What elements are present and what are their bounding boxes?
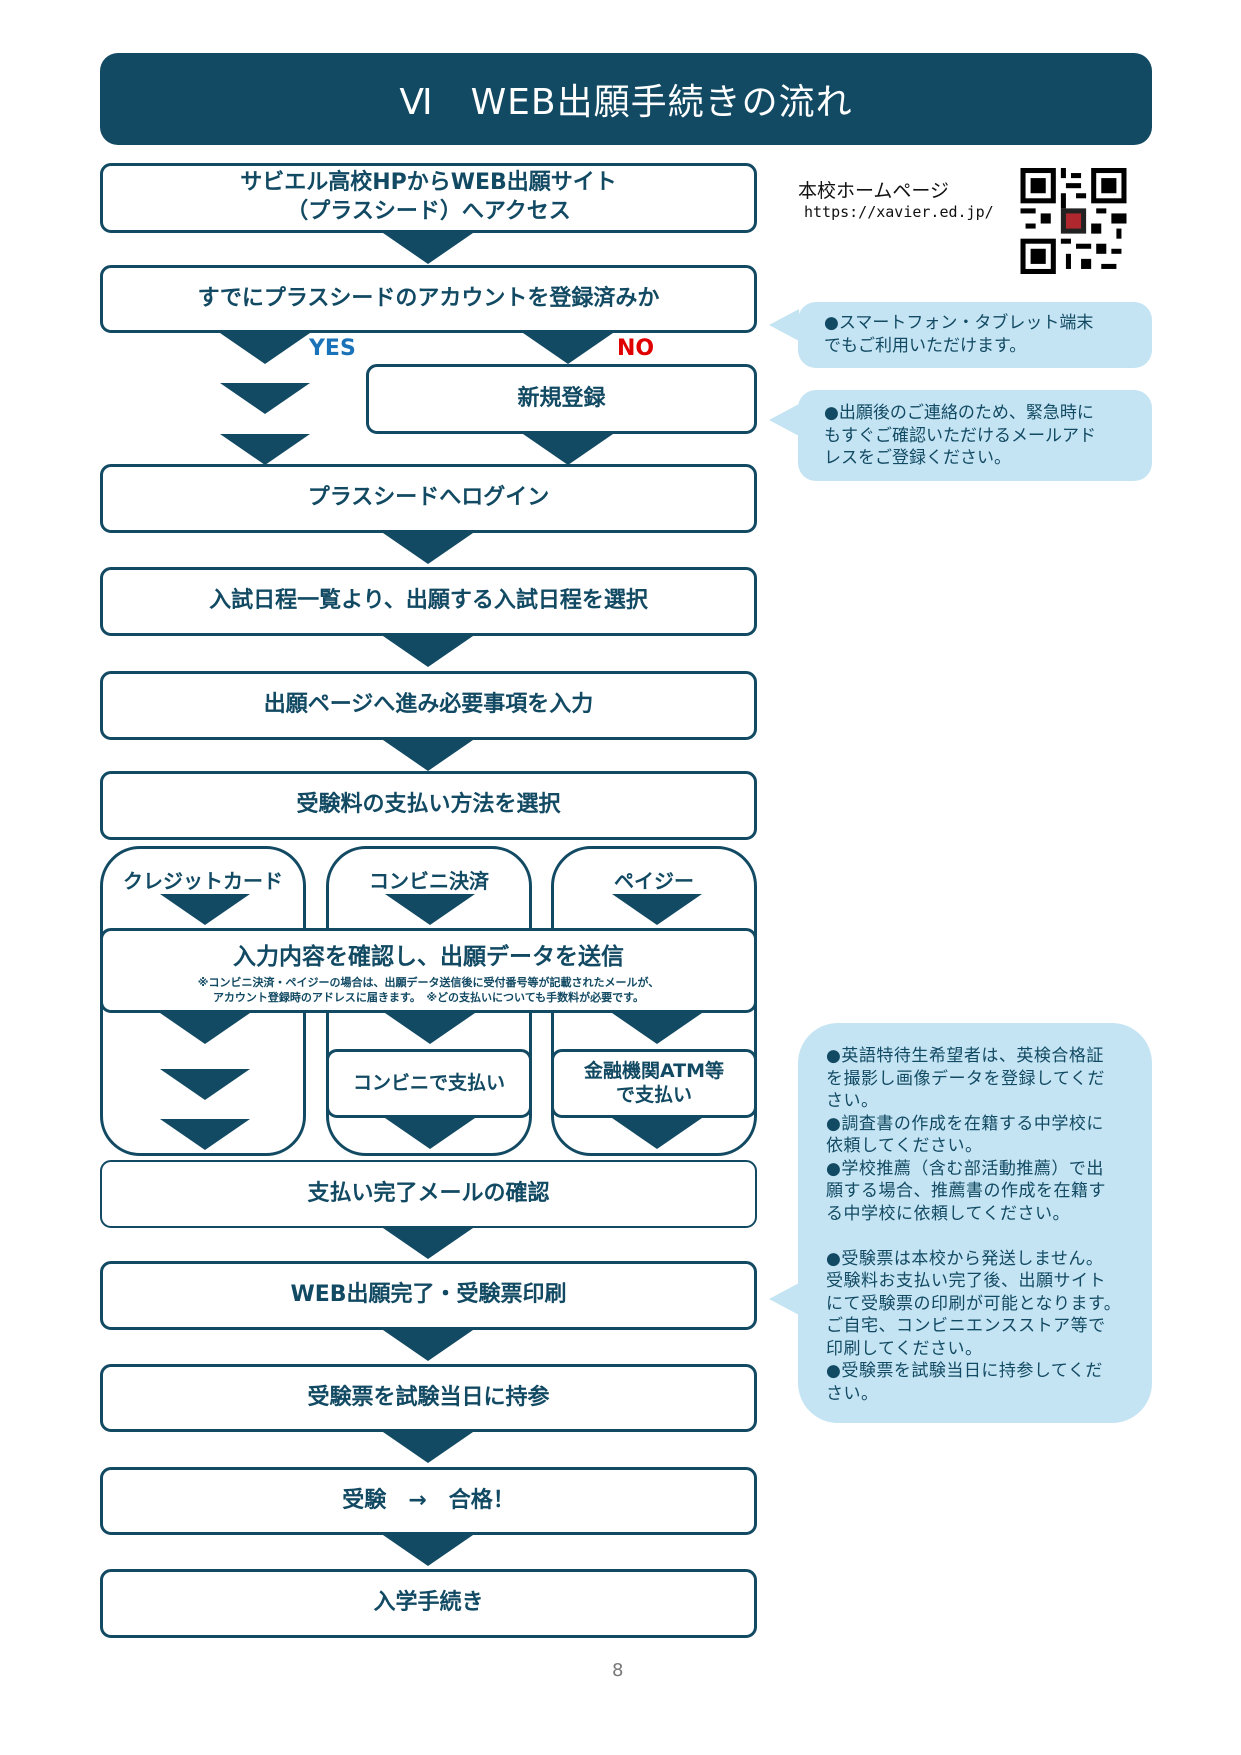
note-details: ●英語特待生希望者は、英検合格証を撮影し画像データを登録してください。●調査書の…	[798, 1023, 1152, 1423]
step-login: プラスシードへログイン	[100, 464, 757, 533]
step-bring-ticket: 受験票を試験当日に持参	[100, 1364, 757, 1432]
arrow-down-icon	[383, 636, 473, 667]
arrow-down-icon	[160, 1119, 250, 1150]
arrow-down-icon	[385, 1013, 475, 1044]
note-line: 受験料お支払い完了後、出願サイト	[826, 1271, 1106, 1291]
step-text: 入力内容を確認し、出願データを送信	[233, 944, 624, 970]
step-exam: 受験 → 合格！	[100, 1467, 757, 1535]
step-text: 受験 → 合格！	[342, 1487, 515, 1513]
arrow-down-icon	[612, 894, 702, 925]
no-label: NO	[617, 336, 655, 361]
note-line: さい。	[826, 1091, 879, 1111]
note-line: でもご利用いただけます。	[824, 335, 1027, 356]
step-text: 受験票を試験当日に持参	[307, 1384, 550, 1410]
qr-code-icon[interactable]	[1020, 168, 1127, 274]
pay-option-label: ペイジー	[614, 869, 694, 893]
note-line: ●スマートフォン・タブレット端末	[824, 313, 1094, 333]
arrow-down-icon	[383, 1228, 473, 1259]
bubble-tail	[769, 309, 799, 341]
homepage-url[interactable]: https://xavier.ed.jp/	[804, 203, 994, 221]
arrow-down-icon	[523, 333, 613, 364]
arrow-down-icon	[385, 894, 475, 925]
arrow-down-icon	[383, 1535, 473, 1566]
arrow-down-icon	[220, 434, 310, 465]
note-line: ●受験票は本校から発送しません。	[826, 1248, 1104, 1269]
page-number: 8	[612, 1660, 624, 1681]
yes-label: YES	[309, 336, 356, 361]
note-line: ご自宅、コンビニエンスストア等で	[826, 1316, 1106, 1336]
step-text: すでにプラスシードのアカウントを登録済みか	[197, 285, 660, 311]
step-text: サビエル高校HPからWEB出願サイト	[240, 170, 617, 196]
note-line: 願する場合、推薦書の作成を在籍す	[826, 1181, 1106, 1201]
step-web-complete: WEB出願完了・受験票印刷	[100, 1261, 757, 1330]
homepage-label: 本校ホームページ	[798, 180, 950, 202]
bubble-tail	[769, 1283, 799, 1315]
note-line: ●受験票を試験当日に持参してくだ	[826, 1361, 1103, 1381]
step-pay-atm: 金融機関ATM等で支払い	[551, 1049, 757, 1118]
note-line: 印刷してください。	[826, 1338, 983, 1359]
arrow-down-icon	[220, 383, 310, 414]
note-line: ●調査書の作成を在籍する中学校に	[826, 1113, 1104, 1134]
step-text: 入試日程一覧より、出願する入試日程を選択	[209, 588, 648, 614]
step-text: WEB出願完了・受験票印刷	[290, 1282, 567, 1308]
arrow-down-icon	[383, 740, 473, 771]
pay-option-label: コンビニ決済	[369, 869, 489, 893]
note-smartphone: ●スマートフォン・タブレット端末でもご利用いただけます。	[798, 302, 1152, 368]
note-line: さい。	[826, 1383, 879, 1404]
note-line: ●出願後のご連絡のため、緊急時に	[824, 403, 1094, 423]
arrow-down-icon	[523, 434, 613, 465]
step-text: 支払い完了メールの確認	[307, 1180, 550, 1206]
note-email: ●出願後のご連絡のため、緊急時にもすぐご確認いただけるメールアドレスをご登録くだ…	[798, 390, 1152, 481]
step-register: 新規登録	[366, 364, 757, 434]
arrow-down-icon	[383, 533, 473, 564]
confirm-note: アカウント登録時のアドレスに届きます。 ※どの支払いについても手数料が必要です。	[212, 990, 645, 1004]
note-line: る中学校に依頼してください。	[826, 1203, 1070, 1224]
step-text: 出願ページへ進み必要事項を入力	[263, 692, 594, 718]
arrow-down-icon	[383, 233, 473, 264]
step-text: 金融機関ATM等で支払い	[583, 1059, 725, 1106]
note-line	[826, 1225, 1142, 1248]
step-enrollment: 入学手続き	[100, 1569, 757, 1638]
note-line: にて受験票の印刷が可能となります。	[826, 1293, 1122, 1314]
step-account-question: すでにプラスシードのアカウントを登録済みか	[100, 265, 757, 333]
step-input: 出願ページへ進み必要事項を入力	[100, 671, 757, 740]
step-payment-method: 受験料の支払い方法を選択	[100, 771, 757, 840]
page-title: Ⅵ WEB出願手続きの流れ	[100, 53, 1152, 145]
note-line: もすぐご確認いただけるメールアド	[824, 425, 1096, 446]
arrow-down-icon	[612, 1118, 702, 1149]
step-text: 新規登録	[517, 385, 606, 411]
step-text: プラスシードへログイン	[307, 485, 550, 511]
confirm-note: ※コンビニ決済・ペイジーの場合は、出願データ送信後に受付番号等が記載されたメール…	[197, 975, 660, 989]
step-text: 受験料の支払い方法を選択	[296, 792, 561, 818]
arrow-down-icon	[612, 1013, 702, 1044]
step-pay-complete: 支払い完了メールの確認	[100, 1160, 757, 1228]
arrow-down-icon	[160, 894, 250, 925]
arrow-down-icon	[383, 1330, 473, 1361]
step-text: コンビニで支払い	[352, 1071, 505, 1094]
step-text: 入学手続き	[373, 1590, 484, 1616]
pay-option-label: クレジットカード	[123, 869, 283, 893]
step-select-schedule: 入試日程一覧より、出願する入試日程を選択	[100, 567, 757, 636]
note-line: レスをご登録ください。	[824, 448, 1011, 468]
arrow-down-icon	[160, 1013, 250, 1044]
arrow-down-icon	[383, 1432, 473, 1463]
arrow-down-icon	[220, 333, 310, 364]
arrow-down-icon	[160, 1069, 250, 1100]
note-line: を撮影し画像データを登録してくだ	[826, 1068, 1105, 1089]
bubble-tail	[769, 404, 799, 436]
step-pay-conveni: コンビニで支払い	[326, 1049, 532, 1118]
step-access-site: サビエル高校HPからWEB出願サイト （プラスシード）へアクセス	[100, 163, 757, 233]
step-confirm-submit: 入力内容を確認し、出願データを送信 ※コンビニ決済・ペイジーの場合は、出願データ…	[100, 928, 757, 1013]
note-line: ●学校推薦（含む部活動推薦）で出	[826, 1158, 1104, 1179]
note-line: 依頼してください。	[826, 1136, 983, 1156]
note-line: ●英語特待生希望者は、英検合格証	[826, 1046, 1104, 1066]
arrow-down-icon	[385, 1118, 475, 1149]
step-text: （プラスシード）へアクセス	[286, 199, 571, 224]
